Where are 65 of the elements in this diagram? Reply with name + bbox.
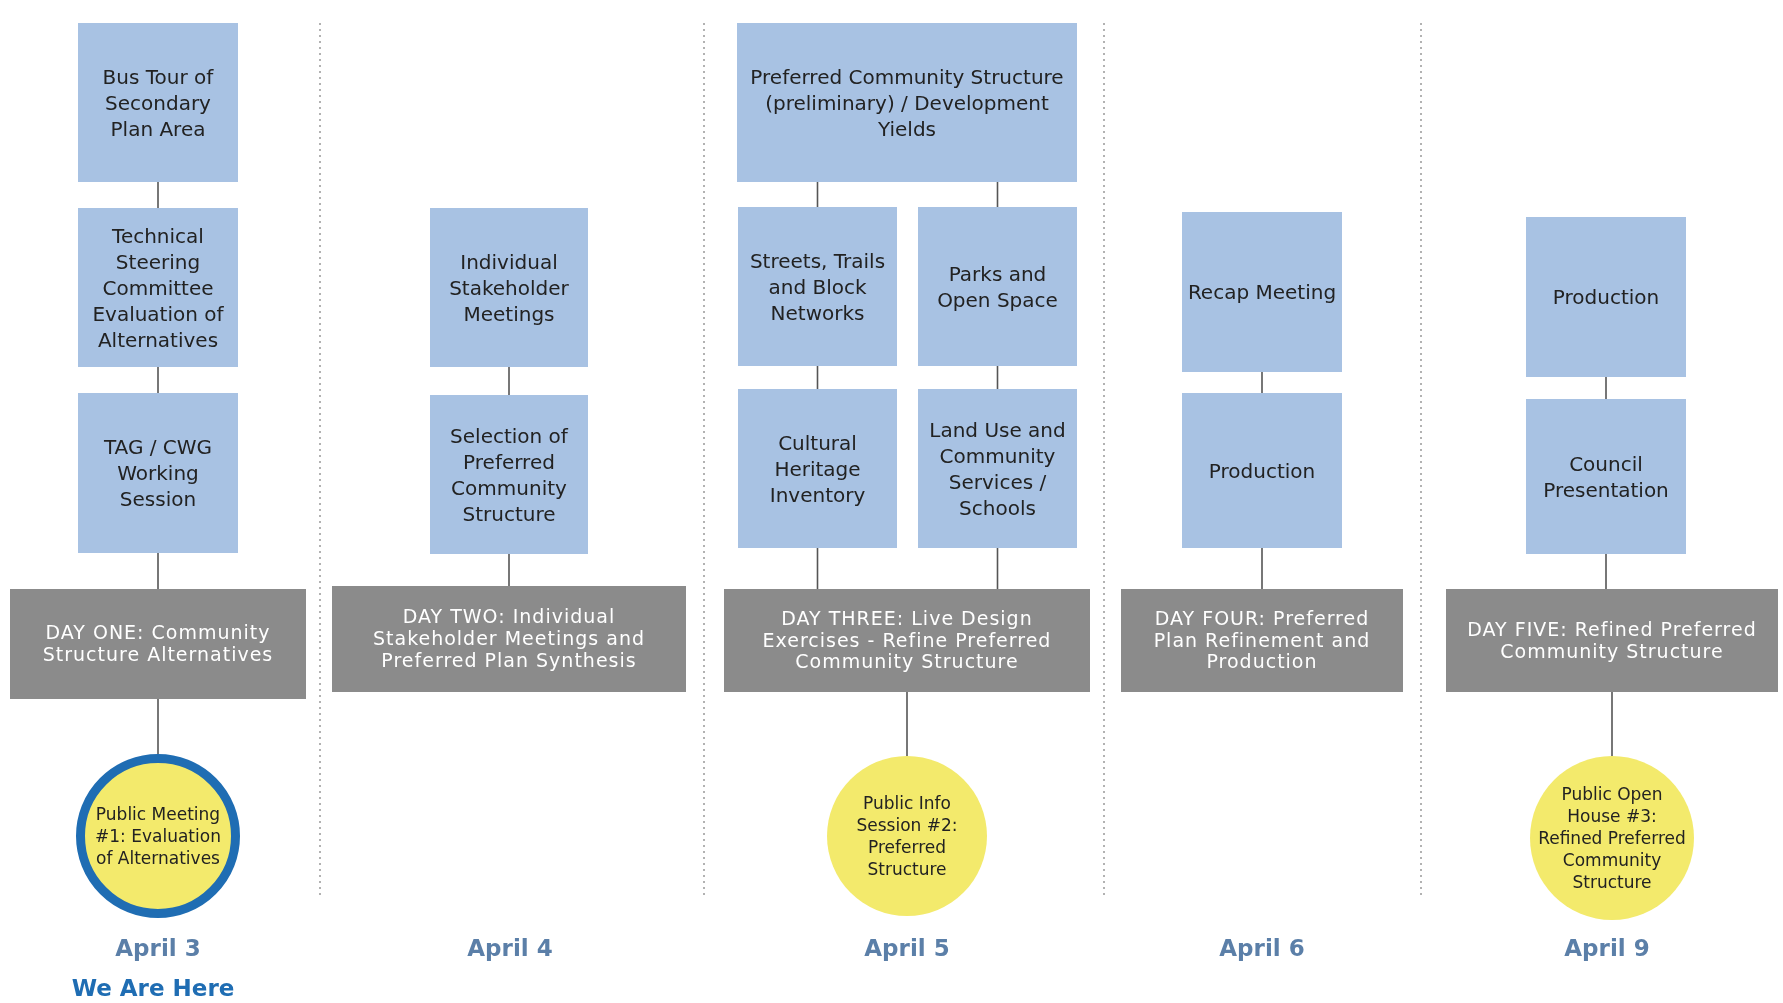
connector-line [996,365,999,390]
process-box [737,23,1077,182]
date-label: April 3 [115,935,201,961]
day-title: DAY ONE: Community Structure Alternatives [41,622,275,666]
connector-line [816,365,819,390]
day-banner [724,589,1090,692]
connector-line [996,181,999,208]
connector-line [1261,371,1263,394]
event-text: Selection of Preferred Community Structure [449,422,570,527]
process-box [78,23,238,182]
date-label: April 5 [864,935,950,961]
status-label: We Are Here [71,975,235,1001]
date-label: April 9 [1564,935,1650,961]
process-box [78,393,238,553]
process-box [1526,217,1686,377]
connector-line [508,553,510,587]
connector-line [157,366,159,394]
event-text: Parks and Open Space [936,260,1059,313]
date-label: April 4 [467,935,553,961]
event-text: TAG / CWG Working Session [102,434,214,512]
connector-line [1261,547,1263,590]
event-text: Technical Steering Committee Evaluation of Alternatives [91,222,225,353]
event-text: Individual Stakeholder Meetings [448,248,570,327]
process-box [1526,399,1686,554]
day-title: DAY THREE: Live Design Exercises - Refine Preferred Community Structure [761,607,1053,674]
day-banner [1446,589,1778,692]
event-text: Land Use and Community Services / Schools [928,416,1067,521]
connector-line [816,547,819,590]
process-box [738,389,897,548]
date-label: April 6 [1219,935,1305,961]
process-box [918,207,1077,366]
event-text: Cultural Heritage Inventory [768,429,867,508]
connector-line [906,691,908,757]
process-box [78,208,238,367]
process-box [430,395,588,554]
process-box [918,389,1077,548]
day-banner [332,586,686,692]
connector-line [157,698,159,755]
connector-line [508,366,510,396]
event-text: Streets, Trails and Block Networks [748,247,887,326]
event-text: Production [1552,284,1660,310]
event-text: Bus Tour of Secondary Plan Area [101,63,215,142]
event-text: Public Open House #3: Refined Preferred Community Structure [1538,782,1686,894]
event-text: Production [1208,457,1316,484]
event-text: Public Meeting #1: Evaluation of Alternatives [94,802,222,870]
connector-line [1605,553,1607,590]
day-title: DAY FIVE: Refined Preferred Community Structure [1466,618,1758,663]
connector-line [1611,691,1613,757]
day-banner [1121,589,1403,692]
process-box [738,207,897,366]
connector-line [157,552,159,590]
connector-line [816,181,819,208]
event-text: Council Presentation [1542,450,1670,503]
process-box [1182,393,1342,548]
event-text: Preferred Community Structure (preliminary) / Development Yields [749,63,1065,142]
connector-line [157,181,159,209]
connector-line [1605,376,1607,400]
day-title: DAY TWO: Individual Stakeholder Meetings and Preferred Plan Synthesis [372,606,646,672]
event-text: Public Info Session #2: Preferred Structure [855,791,959,881]
connector-line [996,547,999,590]
day-banner [10,589,306,699]
process-box [1182,212,1342,372]
day-title: DAY FOUR: Preferred Plan Refinement and Production [1152,607,1372,674]
event-text: Recap Meeting [1187,279,1337,305]
process-box [430,208,588,367]
